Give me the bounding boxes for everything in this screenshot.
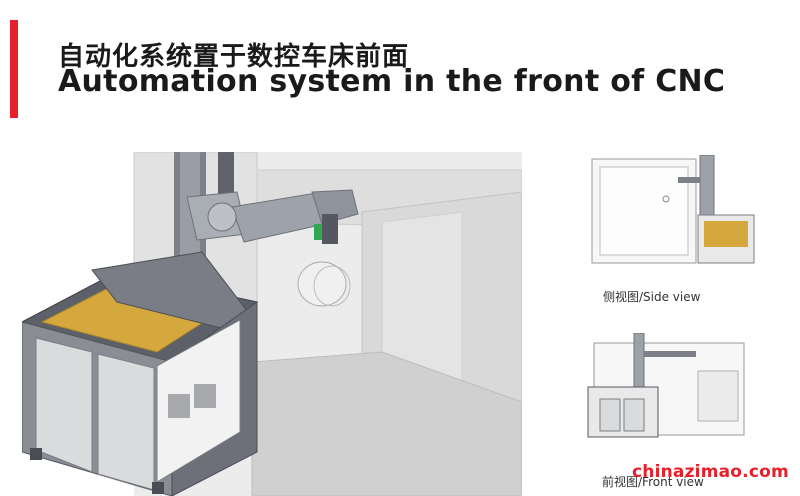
front-machine-window	[697, 370, 739, 422]
side-view-figure	[588, 155, 758, 273]
side-column	[699, 155, 715, 216]
cabinet-door-left	[35, 337, 93, 473]
gripper-tool	[322, 214, 338, 244]
front-view-caption: 前视图/Front view	[602, 475, 704, 489]
front-arm	[644, 351, 696, 357]
side-view-caption: 侧视图/Side view	[603, 290, 701, 304]
chuck-outline	[297, 261, 347, 307]
side-view-drawing	[591, 155, 755, 264]
front-view-drawing	[587, 333, 745, 438]
panel-vent-right	[194, 384, 216, 408]
front-cabinet	[587, 386, 659, 438]
chuck-inner-ring	[313, 265, 351, 307]
panel-vent-left	[168, 394, 190, 418]
watermark-text: chinazimao.com	[632, 462, 789, 482]
arm-shoulder-joint	[207, 202, 237, 232]
side-chuck	[662, 195, 670, 203]
front-door-left	[599, 398, 621, 432]
side-tray	[704, 221, 748, 247]
foot-right	[152, 482, 164, 494]
foot-left	[30, 448, 42, 460]
enclosure-floor	[251, 351, 522, 496]
main-isometric-figure	[22, 152, 522, 496]
page-title-english: Automation system in the front of CNC	[58, 64, 726, 99]
page-title-chinese: 自动化系统置于数控车床前面	[58, 42, 410, 72]
side-enclosure-inner	[599, 166, 689, 256]
front-column	[633, 333, 645, 394]
cabinet-door-right	[97, 353, 155, 491]
main-isometric-drawing	[22, 152, 522, 496]
front-view-figure	[578, 333, 760, 445]
accent-bar	[10, 20, 18, 118]
column-motor	[218, 152, 234, 197]
side-arm	[678, 177, 700, 183]
front-door-right	[623, 398, 645, 432]
